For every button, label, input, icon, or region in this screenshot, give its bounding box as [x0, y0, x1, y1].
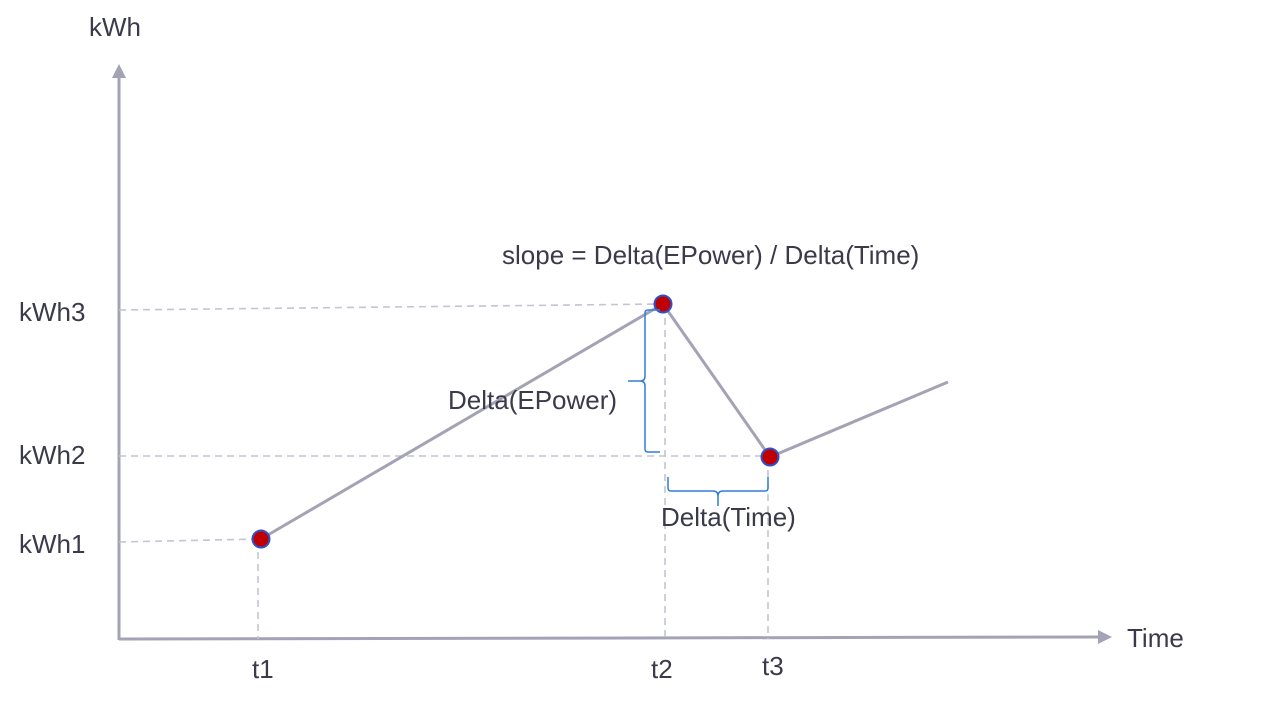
guide-kwh3 [118, 303, 664, 311]
axes [112, 64, 1112, 644]
slope-formula: slope = Delta(EPower) / Delta(Time) [502, 240, 919, 270]
point-t1 [251, 529, 271, 549]
y-tick-kwh3: kWh3 [19, 297, 85, 327]
y-axis-arrow-icon [112, 64, 126, 78]
energy-line [260, 302, 949, 541]
data-points [251, 294, 780, 549]
point-t3 [760, 447, 780, 467]
braces [628, 309, 769, 506]
x-tick-t1: t1 [252, 654, 274, 684]
delta-time-brace [667, 477, 769, 506]
y-tick-kwh2: kWh2 [19, 440, 85, 470]
x-tick-t2: t2 [651, 654, 673, 684]
x-tick-t3: t3 [762, 651, 784, 681]
y-axis-label: kWh [89, 12, 141, 42]
x-axis [118, 635, 1101, 641]
delta-power-label: Delta(EPower) [448, 385, 617, 415]
x-axis-label: Time [1127, 623, 1184, 653]
guide-kwh1 [118, 538, 262, 543]
delta-power-brace [628, 309, 660, 453]
delta-time-label: Delta(Time) [661, 502, 796, 532]
guide-lines [118, 303, 770, 639]
x-axis-arrow-icon [1098, 630, 1112, 644]
labels: kWh Time kWh3 kWh2 kWh1 t1 t2 t3 slope =… [19, 12, 1184, 684]
point-t2 [653, 294, 673, 314]
y-tick-kwh1: kWh1 [19, 529, 85, 559]
